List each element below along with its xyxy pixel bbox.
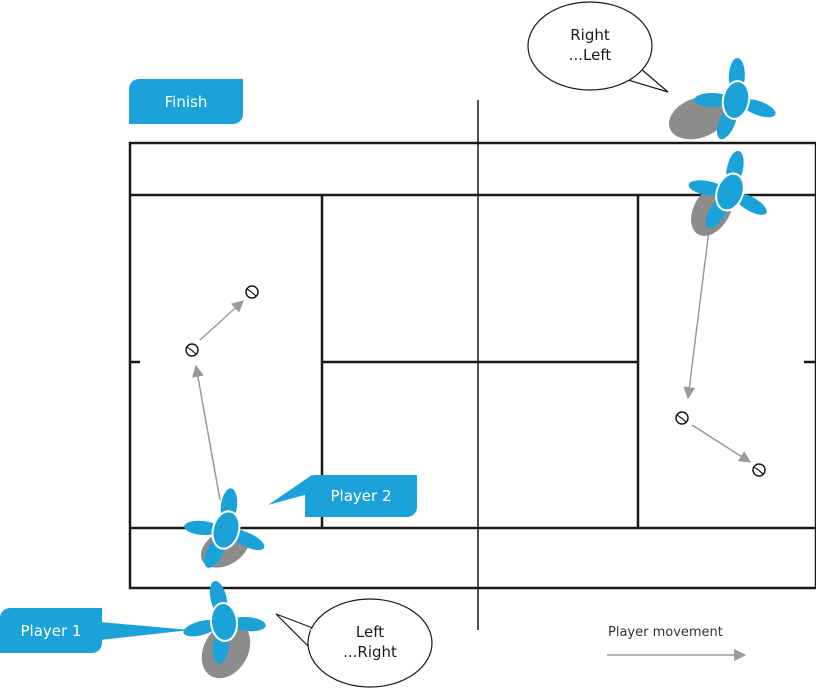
bubble-bottom-text: Left ...Right [328, 622, 412, 662]
movement-arrow [691, 424, 752, 463]
player-shadow [668, 96, 728, 140]
player-2 [172, 476, 280, 584]
bubble-bottom-line1: Left [355, 623, 385, 641]
bubble-top-line2: ...Left [568, 46, 612, 64]
player-right-baseline [674, 136, 786, 248]
finish-label: Finish [129, 79, 243, 124]
player-1 [176, 574, 272, 679]
speech-bubble-bottom [275, 598, 433, 688]
speech-bubble-top [527, 1, 669, 93]
tennis-ball-icon [752, 463, 766, 477]
movement-arrow [683, 221, 711, 400]
legend-label: Player movement [608, 625, 723, 640]
movement-arrow [199, 300, 244, 341]
tennis-ball-icon [675, 411, 689, 425]
tennis-ball-icon [245, 285, 259, 299]
player1-label: Player 1 [0, 608, 102, 653]
bubble-top-text: Right ...Left [548, 25, 632, 65]
movement-arrows [191, 221, 752, 501]
player1-label-pointer [100, 622, 190, 640]
player-top-view-icon [674, 136, 786, 248]
bubble-bottom-line2: ...Right [343, 643, 397, 661]
bubble-top-line1: Right [570, 26, 610, 44]
tennis-ball-icon [185, 343, 199, 357]
player2-label-pointer [268, 475, 312, 505]
player-top-right [668, 49, 787, 151]
court-outline [128, 141, 816, 590]
movement-arrow [191, 364, 221, 501]
player-top-view-icon [176, 574, 272, 670]
tennis-court [128, 141, 816, 590]
player2-label: Player 2 [305, 475, 417, 517]
player-top-view-icon [172, 476, 280, 584]
